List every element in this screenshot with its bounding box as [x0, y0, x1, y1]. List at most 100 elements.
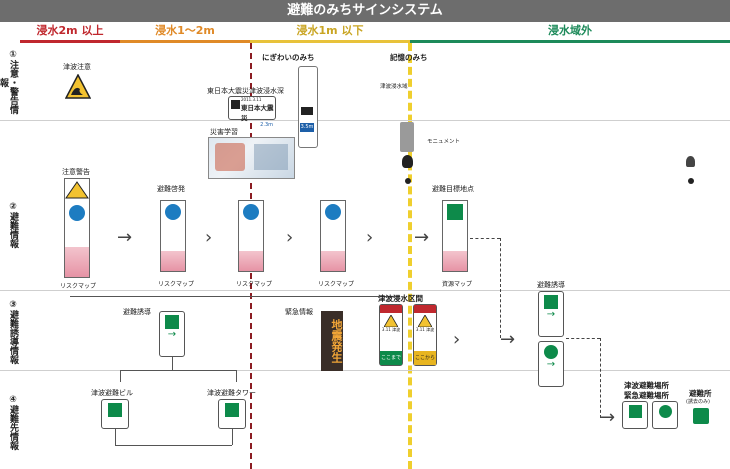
- awareness-sign-1: [160, 200, 186, 272]
- label-kinkyu-basho-2: 緊急避難場所: [624, 391, 669, 400]
- inundation-sign-start: 3.11 津波 ここまで: [379, 304, 403, 366]
- connector-line: [115, 445, 232, 446]
- monument-stone: [400, 122, 414, 152]
- arrow-right-icon: →: [600, 407, 616, 428]
- label-kinkyu-basho-1: 津波避難場所: [624, 381, 669, 390]
- connector-dashed: [500, 238, 501, 338]
- row-num: ③: [8, 300, 18, 310]
- higashi-date: 2011.3.11: [241, 97, 262, 102]
- depth-pole: 3.5m: [298, 66, 318, 148]
- evac-building-sign: [101, 399, 129, 429]
- guidance-sign-right-2: →: [538, 341, 564, 387]
- label-saigai: 災害学習: [210, 128, 238, 136]
- connector-dashed: [470, 238, 500, 239]
- arrow-right-icon: →: [500, 329, 516, 350]
- awareness-sign-3: [320, 200, 346, 272]
- connector-dashed: [600, 338, 601, 418]
- guidance-sign-left: →: [159, 311, 185, 357]
- label-hinan-yudo-right: 避難誘導: [537, 281, 565, 289]
- zone-header-1-2m: 浸水1～2m: [120, 22, 250, 40]
- pole-wave-icon: [301, 107, 313, 115]
- date-tag: 3.11 津波: [381, 327, 401, 332]
- chevron-right-icon: ›: [205, 227, 213, 248]
- row-text: 注意・警告情報: [0, 60, 18, 114]
- row-text: 避難先情報: [8, 405, 18, 450]
- connector-line: [232, 429, 233, 445]
- row-label-3: ③避難誘導情報: [0, 296, 18, 368]
- row-num: ②: [8, 202, 18, 212]
- saigai-panel-image: [208, 137, 295, 179]
- row-label-2: ②避難情報: [0, 175, 18, 275]
- zone-bar-2m: [20, 40, 120, 43]
- arrow-right-icon: →: [117, 227, 133, 248]
- label-tsunami-caution: 津波注意: [63, 63, 91, 71]
- label-monument: モニュメント: [427, 139, 461, 145]
- zone-bar-1-2m: [120, 40, 250, 43]
- connector-line: [120, 370, 236, 371]
- row-text: 避難誘導情報: [8, 310, 18, 364]
- label-kinkyu: 緊急情報: [285, 308, 313, 316]
- label-chui-keikoku: 注意警告: [62, 168, 90, 176]
- row-separator: [0, 370, 730, 371]
- marker-dot: [405, 178, 411, 184]
- row-separator: [0, 120, 730, 121]
- earthquake-display: 地震発生: [321, 311, 343, 371]
- row-num: ①: [8, 50, 18, 60]
- awareness-sign-2: [238, 200, 264, 272]
- date-tag: 3.11 津波: [415, 327, 435, 332]
- divider-yellow: [408, 43, 412, 469]
- higashi-depth: 2.3m: [260, 122, 273, 128]
- label-tower: 津波避難タワー: [207, 389, 256, 397]
- inundation-sign-end: 3.11 津波 ここから: [413, 304, 437, 366]
- evac-tower-sign: [218, 399, 246, 429]
- label-higashi-title: 東日本大震災津波浸水深: [207, 87, 284, 95]
- label-hinanjo-note: (誘去のみ): [686, 399, 710, 405]
- connector-line: [70, 296, 400, 297]
- row-num: ④: [8, 395, 18, 405]
- tsunami-warning-icon: [64, 73, 92, 100]
- label-risk-map-1: リスクマップ: [60, 283, 97, 290]
- label-risk-map-4: リスクマップ: [318, 281, 355, 288]
- label-hinan-yudo-left: 避難誘導: [123, 308, 151, 316]
- zone-bar-outside: [410, 40, 730, 43]
- chevron-right-icon: ›: [366, 227, 374, 248]
- label-kioku-sign: 津波浸水域: [380, 84, 408, 90]
- label-shigen-map: 資源マップ: [442, 281, 473, 288]
- connector-line: [120, 370, 121, 382]
- page-title: 避難のみちサインシステム: [0, 0, 730, 22]
- connector-line: [115, 429, 116, 445]
- label-hinan-keihatsu: 避難啓発: [157, 185, 185, 193]
- arrow-right-icon: →: [414, 227, 430, 248]
- label-hinanjo: 避難所: [689, 389, 712, 398]
- koko-kara: ここから: [414, 351, 436, 365]
- connector-line: [236, 370, 237, 382]
- zone-header-2m: 浸水2m 以上: [20, 22, 120, 40]
- label-shinsui-kukan: 津波浸水区間: [378, 294, 423, 303]
- target-point-sign: [442, 200, 468, 272]
- label-risk-map-3: リスクマップ: [236, 281, 273, 288]
- row-label-1: ①注意・警告情報: [0, 46, 18, 118]
- connector-dashed: [566, 338, 600, 339]
- guidance-sign-right-1: →: [538, 291, 564, 337]
- chevron-right-icon: ›: [453, 329, 461, 350]
- label-hinan-mokuhyo: 避難目標地点: [432, 185, 474, 193]
- row-text: 避難情報: [8, 212, 18, 248]
- shelter-icon: [693, 408, 709, 424]
- label-kioku: 記憶のみち: [390, 53, 428, 62]
- zone-header-outside: 浸水域外: [410, 22, 730, 40]
- evac-place-sign-1: [622, 401, 648, 429]
- higashi-sign: 2011.3.11 東日本大震災 2.3m: [228, 96, 276, 128]
- zone-bar-1m: [250, 40, 410, 43]
- pole-depth: 3.5m: [300, 123, 314, 132]
- label-building: 津波避難ビル: [91, 389, 133, 397]
- chevron-right-icon: ›: [286, 227, 294, 248]
- koko-made: ここまで: [380, 351, 402, 365]
- row-separator: [0, 290, 730, 291]
- marker-dot-right: [688, 178, 694, 184]
- caution-sign: [64, 178, 90, 278]
- evac-place-sign-2: [652, 401, 678, 429]
- zone-header-1m: 浸水1m 以下: [250, 22, 410, 40]
- wave-icon: [231, 100, 240, 109]
- tree-icon-right: [686, 156, 695, 167]
- tree-icon: [402, 155, 413, 168]
